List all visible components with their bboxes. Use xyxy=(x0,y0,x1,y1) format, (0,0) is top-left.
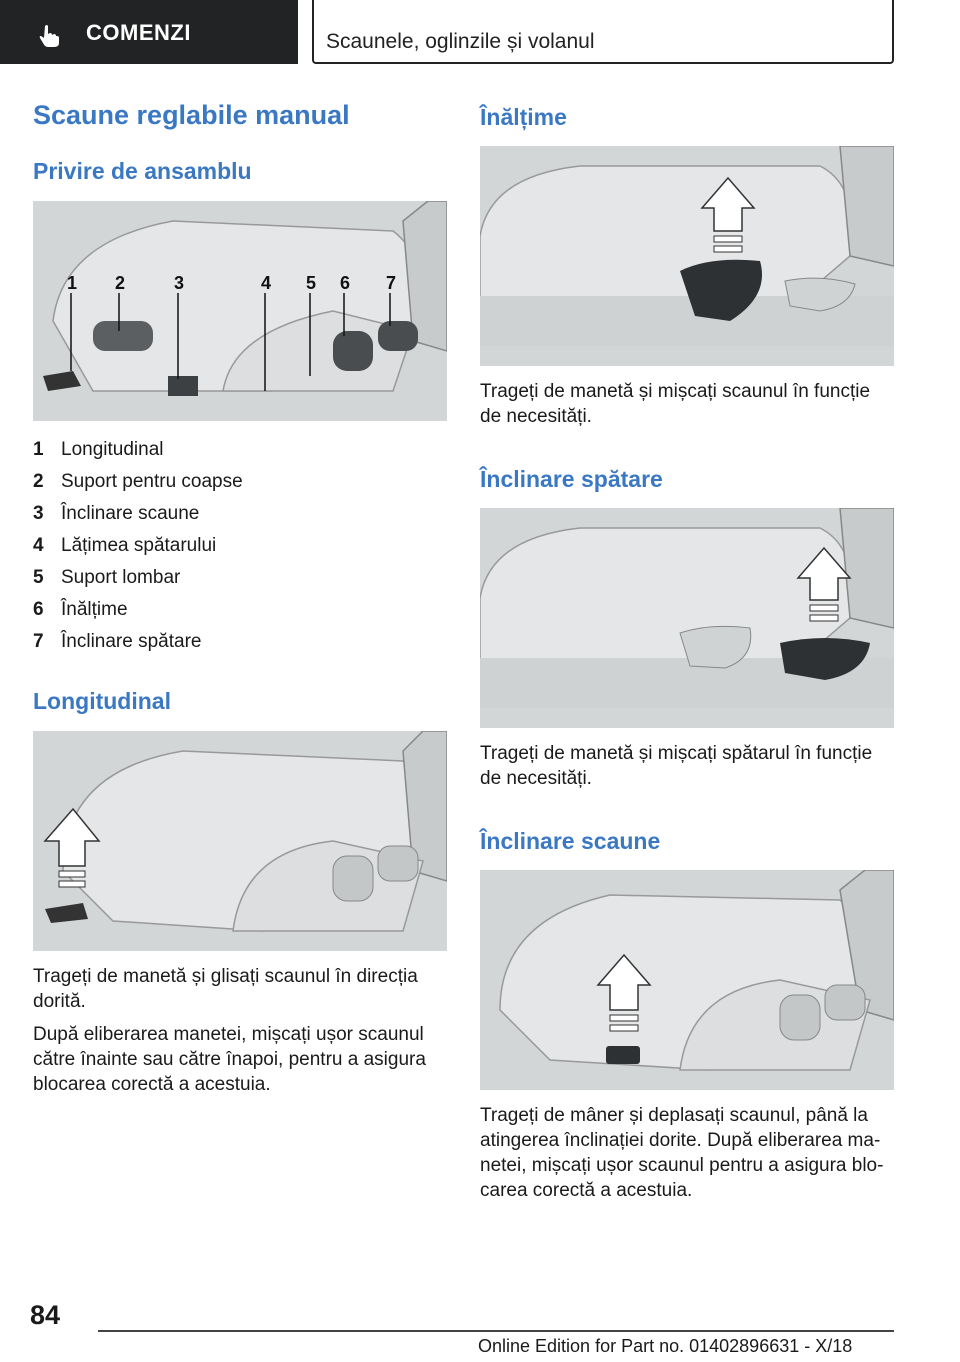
callout-5: 5 xyxy=(306,273,316,293)
legend-row: 7 Înclinare spătare xyxy=(33,626,443,658)
legend-number: 3 xyxy=(33,503,44,524)
page-title: Scaune reglabile manual xyxy=(33,100,350,130)
height-paragraph: Trageți de manetă și mișcați scaunul în … xyxy=(480,381,871,427)
longitudinal-paragraph-1: Trageți de manetă și glisați scaunul în … xyxy=(33,966,418,1012)
seat-tilt-heading: Înclinare scaune xyxy=(480,828,661,854)
legend-row: 6 Înălțime xyxy=(33,594,443,626)
backrest-paragraph: Trageți de manetă și mișcați spătarul în… xyxy=(480,743,873,789)
legend-number: 7 xyxy=(33,631,44,652)
legend-number: 4 xyxy=(33,535,44,556)
backrest-heading: Înclinare spătare xyxy=(480,466,663,492)
breadcrumb[interactable]: Scaunele, oglinzile și volanul xyxy=(312,0,894,64)
seat-height-illustration xyxy=(480,146,894,366)
legend-number: 6 xyxy=(33,599,44,620)
seat-longitudinal-illustration xyxy=(33,731,447,951)
seat-tilt-illustration xyxy=(480,870,894,1090)
overview-heading: Privire de ansamblu xyxy=(33,158,252,184)
page-number: 84 xyxy=(30,1300,61,1330)
legend-number: 2 xyxy=(33,471,44,492)
legend-text: Longitudinal xyxy=(61,439,164,460)
seat-overview-illustration: 1 2 3 4 5 6 7 xyxy=(33,201,447,421)
chapter-tab-label: COMENZI xyxy=(86,20,191,45)
legend-row: 4 Lățimea spătarului xyxy=(33,530,443,562)
seat-tilt-paragraph: Trageți de mâner și deplasați scaunul, p… xyxy=(480,1105,884,1201)
callout-3: 3 xyxy=(174,273,184,293)
legend-text: Suport pentru coapse xyxy=(61,471,243,492)
legend-row: 1 Longitudinal xyxy=(33,434,443,466)
longitudinal-heading: Longitudinal xyxy=(33,688,171,714)
height-heading: Înălțime xyxy=(480,104,567,130)
legend-text: Înclinare spătare xyxy=(61,631,202,652)
hand-pointer-icon xyxy=(39,25,59,47)
legend-row: 5 Suport lombar xyxy=(33,562,443,594)
legend-number: 1 xyxy=(33,439,44,460)
callout-4: 4 xyxy=(261,273,271,293)
legend-row: 3 Înclinare scaune xyxy=(33,498,443,530)
footer-edition: Online Edition for Part no. 01402896631 … xyxy=(478,1336,853,1356)
callout-6: 6 xyxy=(340,273,350,293)
callout-1: 1 xyxy=(67,273,77,293)
chapter-tab[interactable]: COMENZI xyxy=(0,0,298,64)
legend-text: Înclinare scaune xyxy=(61,503,200,524)
callout-7: 7 xyxy=(386,273,396,293)
legend-number: 5 xyxy=(33,567,44,588)
legend-row: 2 Suport pentru coapse xyxy=(33,466,443,498)
breadcrumb-text: Scaunele, oglinzile și volanul xyxy=(326,30,595,53)
legend-text: Suport lombar xyxy=(61,567,181,588)
legend-text: Înălțime xyxy=(61,599,128,620)
longitudinal-paragraph-2: După eliberarea manetei, mișcați ușor sc… xyxy=(33,1024,426,1095)
footer-divider xyxy=(98,1330,894,1332)
seat-backrest-illustration xyxy=(480,508,894,728)
callout-2: 2 xyxy=(115,273,125,293)
legend-text: Lățimea spătarului xyxy=(61,535,217,556)
